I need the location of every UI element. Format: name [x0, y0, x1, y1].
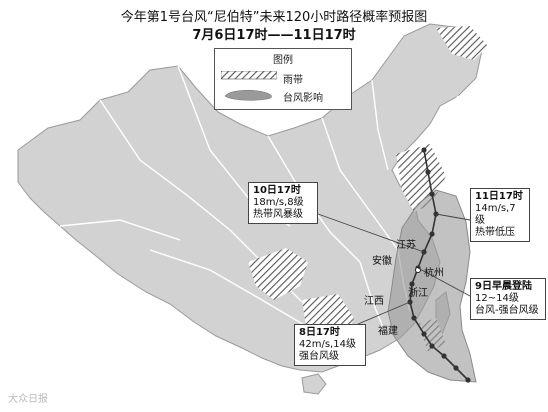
callout-wind: 12~14级	[475, 293, 519, 304]
callout-class: 热带低压	[475, 227, 515, 238]
callout-class: 强台风级	[299, 351, 339, 362]
legend-impact-label: 台风影响	[283, 93, 323, 104]
impact-zone-swatch-icon	[224, 90, 272, 101]
callout-wind: 18m/s,8级	[253, 197, 304, 208]
hainan-island	[301, 373, 327, 395]
callout-time: 9日早晨登陆	[475, 281, 532, 292]
callout-time: 11日17时	[475, 191, 523, 202]
callout-time: 8日17时	[299, 327, 340, 338]
legend: 图例 雨带 台风影响	[214, 48, 352, 110]
province-label-zhejiang: 浙江	[408, 288, 428, 299]
callout-class: 台风-强台风级	[475, 305, 539, 316]
legend-rain-row: 雨带	[220, 70, 303, 86]
legend-title: 图例	[273, 55, 293, 66]
callout-class: 热带风暴级	[253, 209, 303, 220]
legend-impact-row: 台风影响	[221, 89, 323, 104]
province-label-jiangsu: 江苏	[396, 240, 416, 251]
callout-wind: 14m/s,7级	[475, 203, 516, 226]
province-label-anhui: 安徽	[372, 256, 392, 267]
callout-10th: 10日17时 18m/s,8级 热带风暴级	[248, 182, 318, 224]
province-label-fujian: 福建	[378, 326, 398, 337]
callout-time: 10日17时	[253, 185, 301, 196]
map-subtitle: 7月6日17时——11日17时	[192, 28, 356, 43]
city-label-hangzhou: 杭州	[424, 268, 444, 279]
rain-band-swatch-icon	[220, 70, 278, 80]
callout-9th: 9日早晨登陆 12~14级 台风-强台风级	[470, 278, 546, 320]
legend-rain-label: 雨带	[283, 75, 303, 86]
province-label-jiangxi: 江西	[364, 296, 384, 307]
callout-11th: 11日17时 14m/s,7级 热带低压	[470, 188, 530, 242]
map-title: 今年第1号台风“尼伯特”未来120小时路径概率预报图	[120, 10, 428, 25]
callout-8th: 8日17时 42m/s,14级 强台风级	[294, 324, 366, 366]
callout-wind: 42m/s,14级	[299, 339, 356, 350]
watermark: 大众日报	[8, 394, 48, 405]
typhoon-impact-zone	[387, 189, 477, 383]
